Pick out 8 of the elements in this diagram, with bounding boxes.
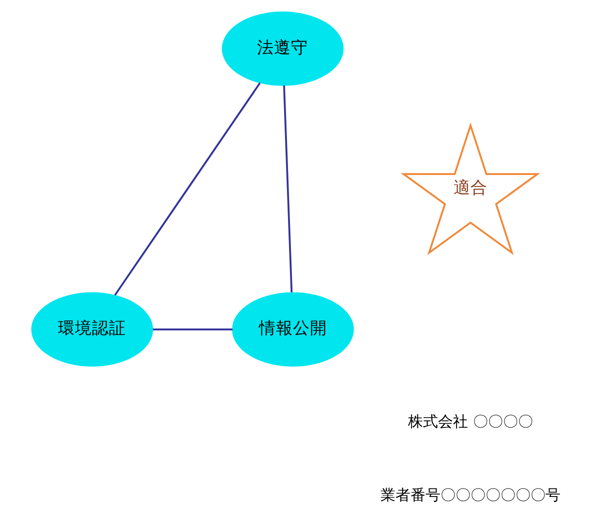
connector xyxy=(282,85,292,292)
label: 株式会社 〇〇〇〇 xyxy=(408,412,532,430)
connector xyxy=(114,82,260,296)
connector xyxy=(152,328,232,330)
node-ellipse: 環境認証 xyxy=(30,292,153,367)
node-ellipse: 法遵守 xyxy=(221,12,344,86)
node-ellipse: 情報公開 xyxy=(232,292,354,367)
label: 業者番号〇〇〇〇〇〇〇号 xyxy=(380,486,560,504)
